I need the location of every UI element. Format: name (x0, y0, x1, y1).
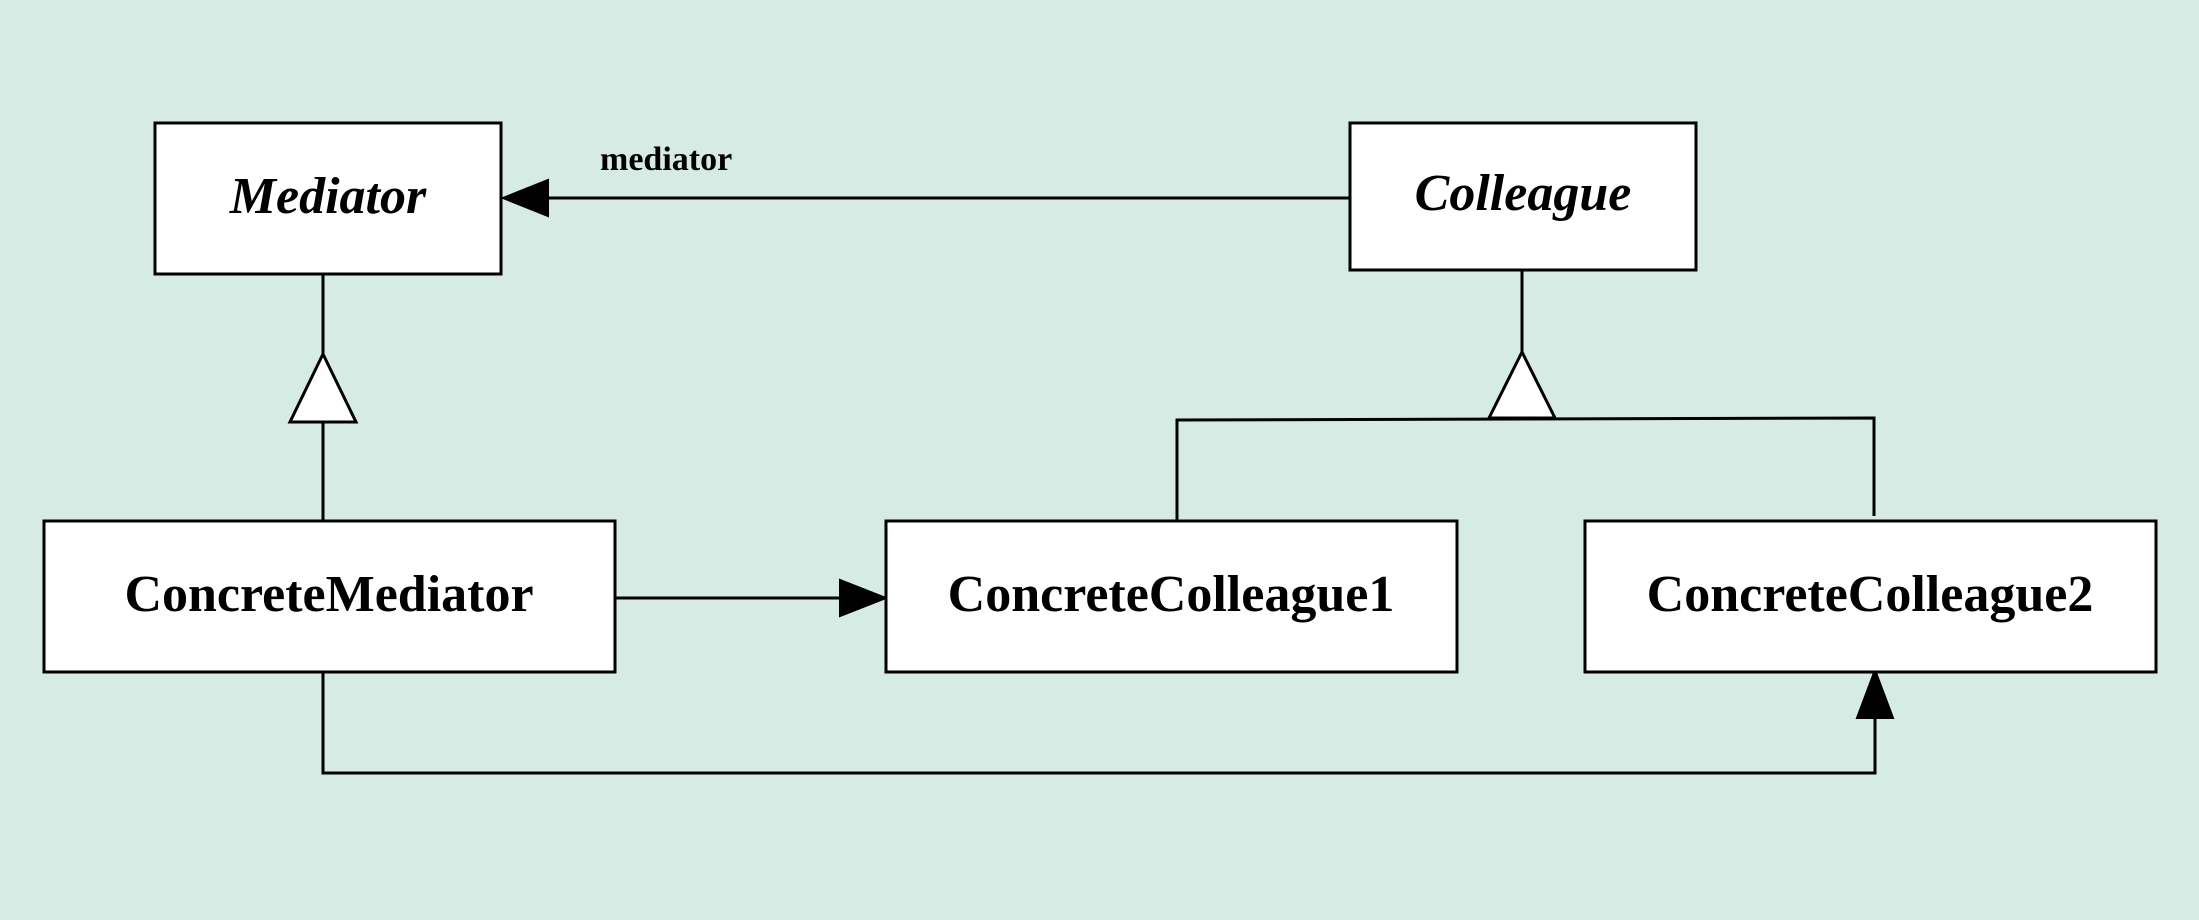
class-colleague[interactable]: Colleague (1348, 121, 1698, 272)
association-label-mediator: mediator (600, 141, 732, 178)
generalization-branch-colleagues (1175, 416, 1876, 521)
class-mediator[interactable]: Mediator (153, 121, 503, 276)
class-concrete-colleague1[interactable]: ConcreteColleague1 (884, 519, 1459, 674)
generalization-triangle-mediator (287, 350, 359, 424)
class-concrete-mediator[interactable]: ConcreteMediator (42, 519, 617, 674)
class-box-colleague (1348, 121, 1698, 272)
association-arrowhead-colleague1 (839, 578, 889, 618)
class-name-colleague: Colleague (1415, 165, 1632, 222)
association-arrowhead-mediator (500, 178, 549, 218)
generalization-triangle-colleague (1486, 348, 1558, 420)
class-concrete-colleague2[interactable]: ConcreteColleague2 (1583, 519, 2158, 674)
class-box-concrete-mediator (42, 519, 617, 674)
class-box-mediator (153, 121, 503, 276)
association-arrowhead-colleague2 (1855, 667, 1895, 719)
class-name-mediator: Mediator (229, 168, 427, 225)
class-name-concrete-mediator: ConcreteMediator (124, 566, 533, 623)
association-line-mediator-colleague2 (321, 673, 1877, 775)
class-name-concrete-colleague1: ConcreteColleague1 (948, 566, 1395, 623)
class-name-concrete-colleague2: ConcreteColleague2 (1647, 566, 2094, 623)
class-box-concrete-colleague1 (884, 519, 1459, 674)
class-box-concrete-colleague2 (1583, 519, 2158, 674)
